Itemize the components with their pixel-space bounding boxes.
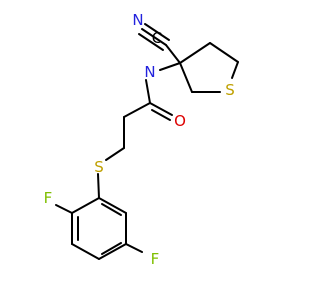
atom-fluorine-2: F xyxy=(151,250,160,268)
bond-aryl-fluorine-2 xyxy=(125,243,143,253)
bond-nitrile-triple-1 xyxy=(141,28,167,46)
bond-carbonyl-ch2 xyxy=(123,102,151,118)
atom-amide-n: N xyxy=(144,63,155,81)
atom-labels: C N N O S S F F xyxy=(44,11,235,268)
bond-carbonyl-double-1 xyxy=(149,102,173,116)
bond-nitrile-c-quaternary xyxy=(165,44,181,64)
bond-benzene-inner-2 xyxy=(101,242,122,255)
bond-benzene-3-4 xyxy=(71,243,100,260)
atom-nitrile-c: C xyxy=(152,29,162,47)
bond-benzene-6-1 xyxy=(98,197,127,214)
bond-benzene-1-2 xyxy=(71,197,100,214)
atom-amide-o: O xyxy=(174,112,186,130)
atom-fluorine-1: F xyxy=(44,189,53,207)
bond-aryl-fluorine-1 xyxy=(55,204,73,214)
bond-nitrile-triple-3 xyxy=(138,33,164,51)
atom-ring-s: S xyxy=(225,81,235,99)
bond-ring-c4-c5 xyxy=(209,42,239,63)
bond-ring-c3-c4 xyxy=(179,42,211,64)
bond-quaternary-amide-n xyxy=(159,62,181,71)
atom-thioether-s: S xyxy=(94,158,104,176)
bond-benzene-4-5 xyxy=(98,243,127,260)
bond-benzene-inner-3 xyxy=(101,203,122,216)
bond-amide-n-carbonyl xyxy=(145,79,151,104)
bond-ring-c2-c3 xyxy=(179,62,193,93)
molecule-structure-diagram: C N N O S S F F xyxy=(44,11,239,268)
bond-nitrile-triple-2 xyxy=(144,23,170,41)
atom-nitrile-n: N xyxy=(132,11,143,29)
bond-carbonyl-double-2 xyxy=(151,109,171,121)
bond-thioether-s-aryl xyxy=(97,173,100,199)
bond-ring-c5-s xyxy=(231,61,239,79)
bond-ch2-thioether-s xyxy=(105,147,125,161)
bonds xyxy=(55,23,239,260)
